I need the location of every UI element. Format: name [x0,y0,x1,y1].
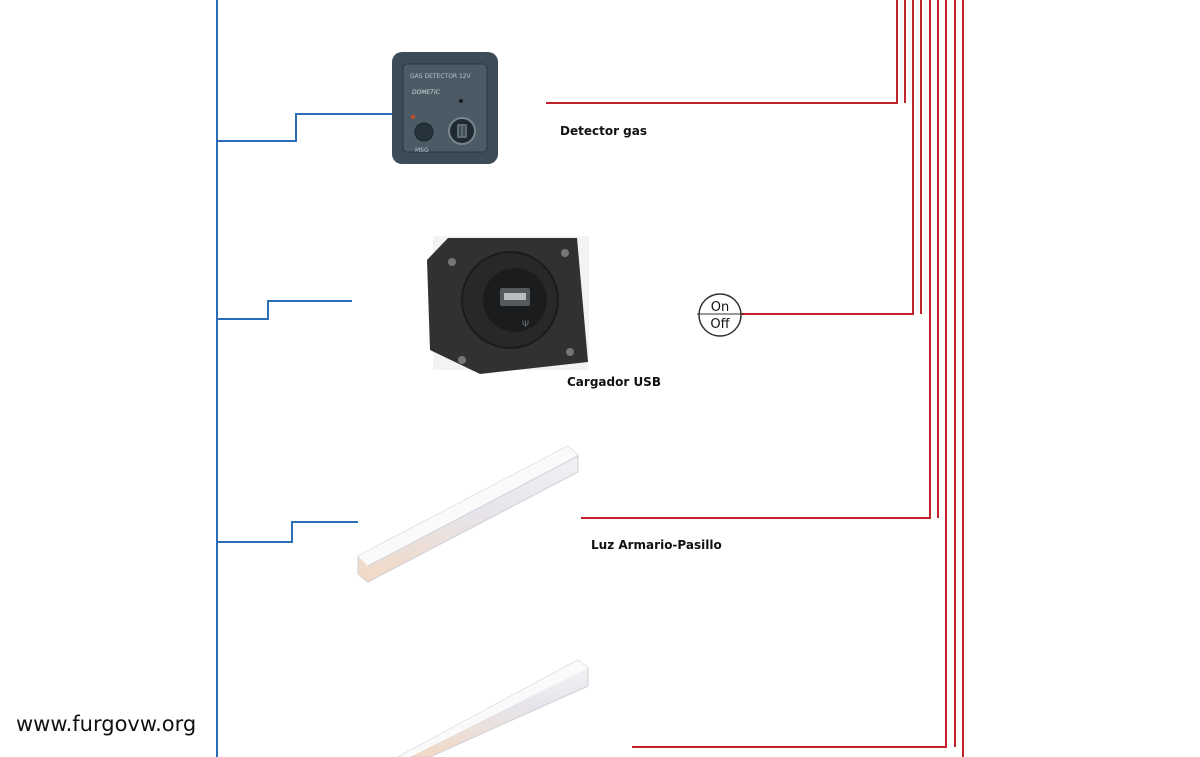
svg-text:Ψ: Ψ [522,320,529,330]
usb-charger-positive-wire [741,0,914,315]
gas-detector-button-text: MSG [415,147,429,154]
light2-positive-wire [632,0,947,748]
led-tube-light-icon [397,659,589,757]
light-negative-wire [217,521,358,543]
watermark: www.furgovw.org [16,712,197,736]
switch-off-text: Off [710,317,730,332]
negative-wires [216,0,392,757]
light-label: Luz Armario-Pasillo [591,538,722,552]
usb-charger-label: Cargador USB [567,375,661,389]
gas-detector-brand: DOMETIC [412,89,441,96]
gas-detector-panel-text: GAS DETECTOR 12V [410,73,472,80]
gas-detector-label: Detector gas [560,124,647,138]
usb-charger-negative-wire [217,300,352,320]
led-tube-light-icon [357,445,579,583]
gas-detector-positive-wire [546,0,898,104]
on-off-switch-icon: On Off [697,293,743,337]
gas-detector-button [414,122,434,142]
gas-detector-negative-wire [217,113,392,142]
light-positive-wire [581,0,931,519]
positive-wires [546,0,964,757]
usb-socket-icon: Ψ [427,236,589,374]
switch-on-text: On [711,300,729,315]
gas-detector-icon: GAS DETECTOR 12V DOMETIC MSG [392,52,498,164]
